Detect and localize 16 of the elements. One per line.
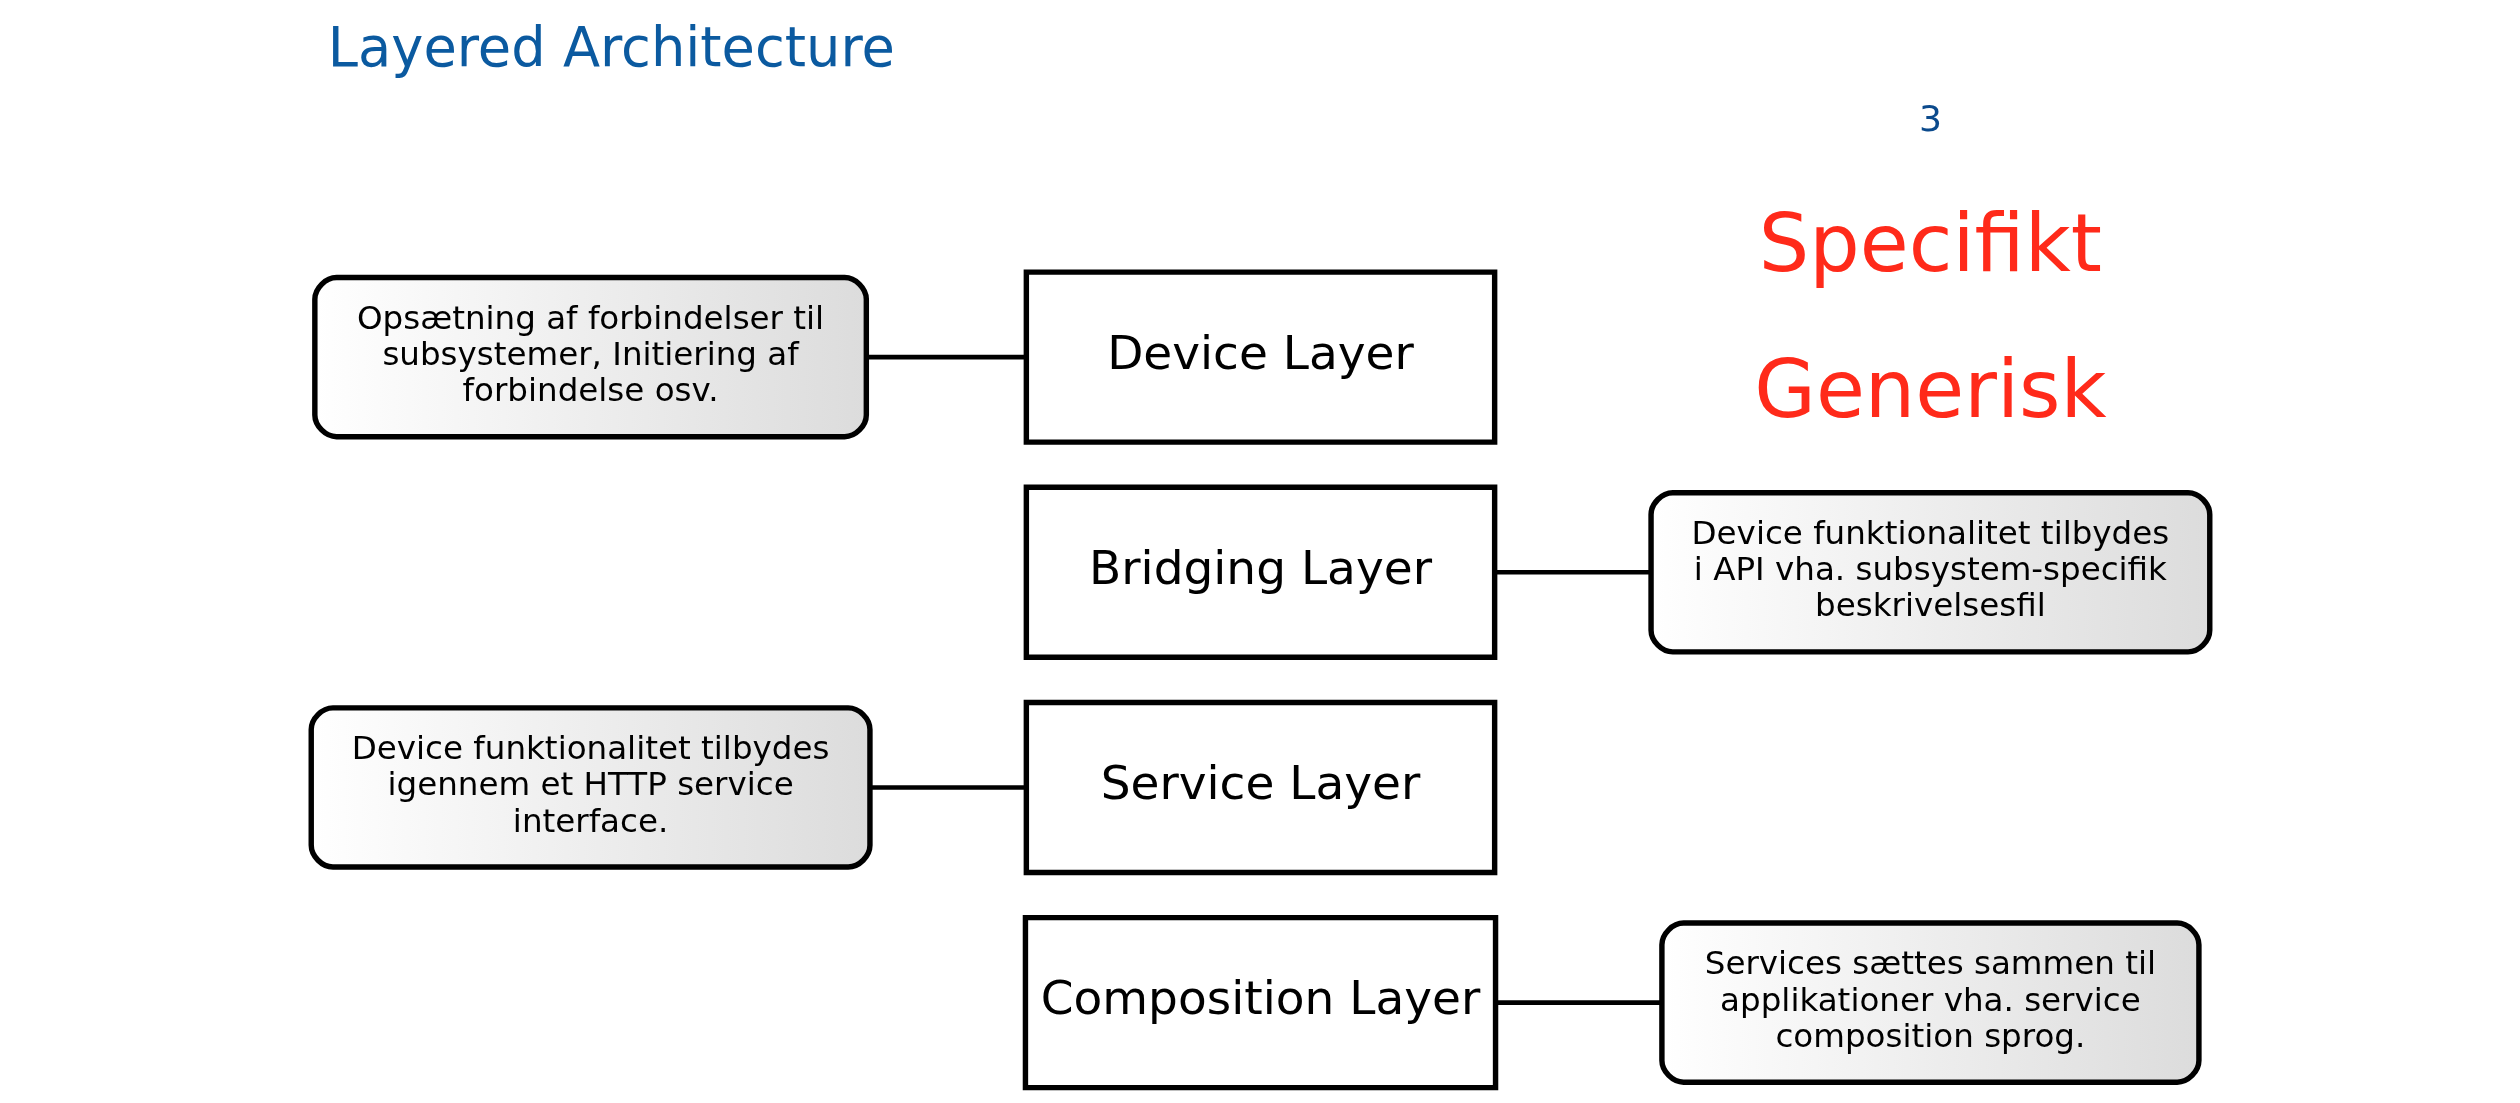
- node-box: Device Layer: [1023, 269, 1497, 445]
- connector: [866, 354, 1026, 360]
- node-box: Opsætning af forbindelser til subsystemer, Initiering af forbindelse osv.: [311, 274, 869, 440]
- node-box: Device funktionalitet tilbydes i API vha. subsystem-specifik beskrivelsesfil: [1647, 490, 2212, 655]
- connector: [869, 785, 1026, 790]
- node-box: Bridging Layer: [1023, 484, 1497, 660]
- node-box: Services sættes sammen til applikationer vha. service composition sprog.: [1658, 920, 2202, 1085]
- connector: [1494, 570, 1651, 575]
- connector: [1495, 1000, 1662, 1005]
- label: Generisk: [1753, 343, 2107, 437]
- diagram-title: Layered Architecture: [327, 16, 895, 80]
- label: 3: [1918, 97, 1942, 141]
- node-box: Service Layer: [1023, 699, 1497, 876]
- node-box: Device funktionalitet tilbydes igennem et HTTP service interface.: [308, 705, 873, 870]
- label: Specifikt: [1758, 196, 2102, 290]
- node-box: Composition Layer: [1022, 914, 1498, 1091]
